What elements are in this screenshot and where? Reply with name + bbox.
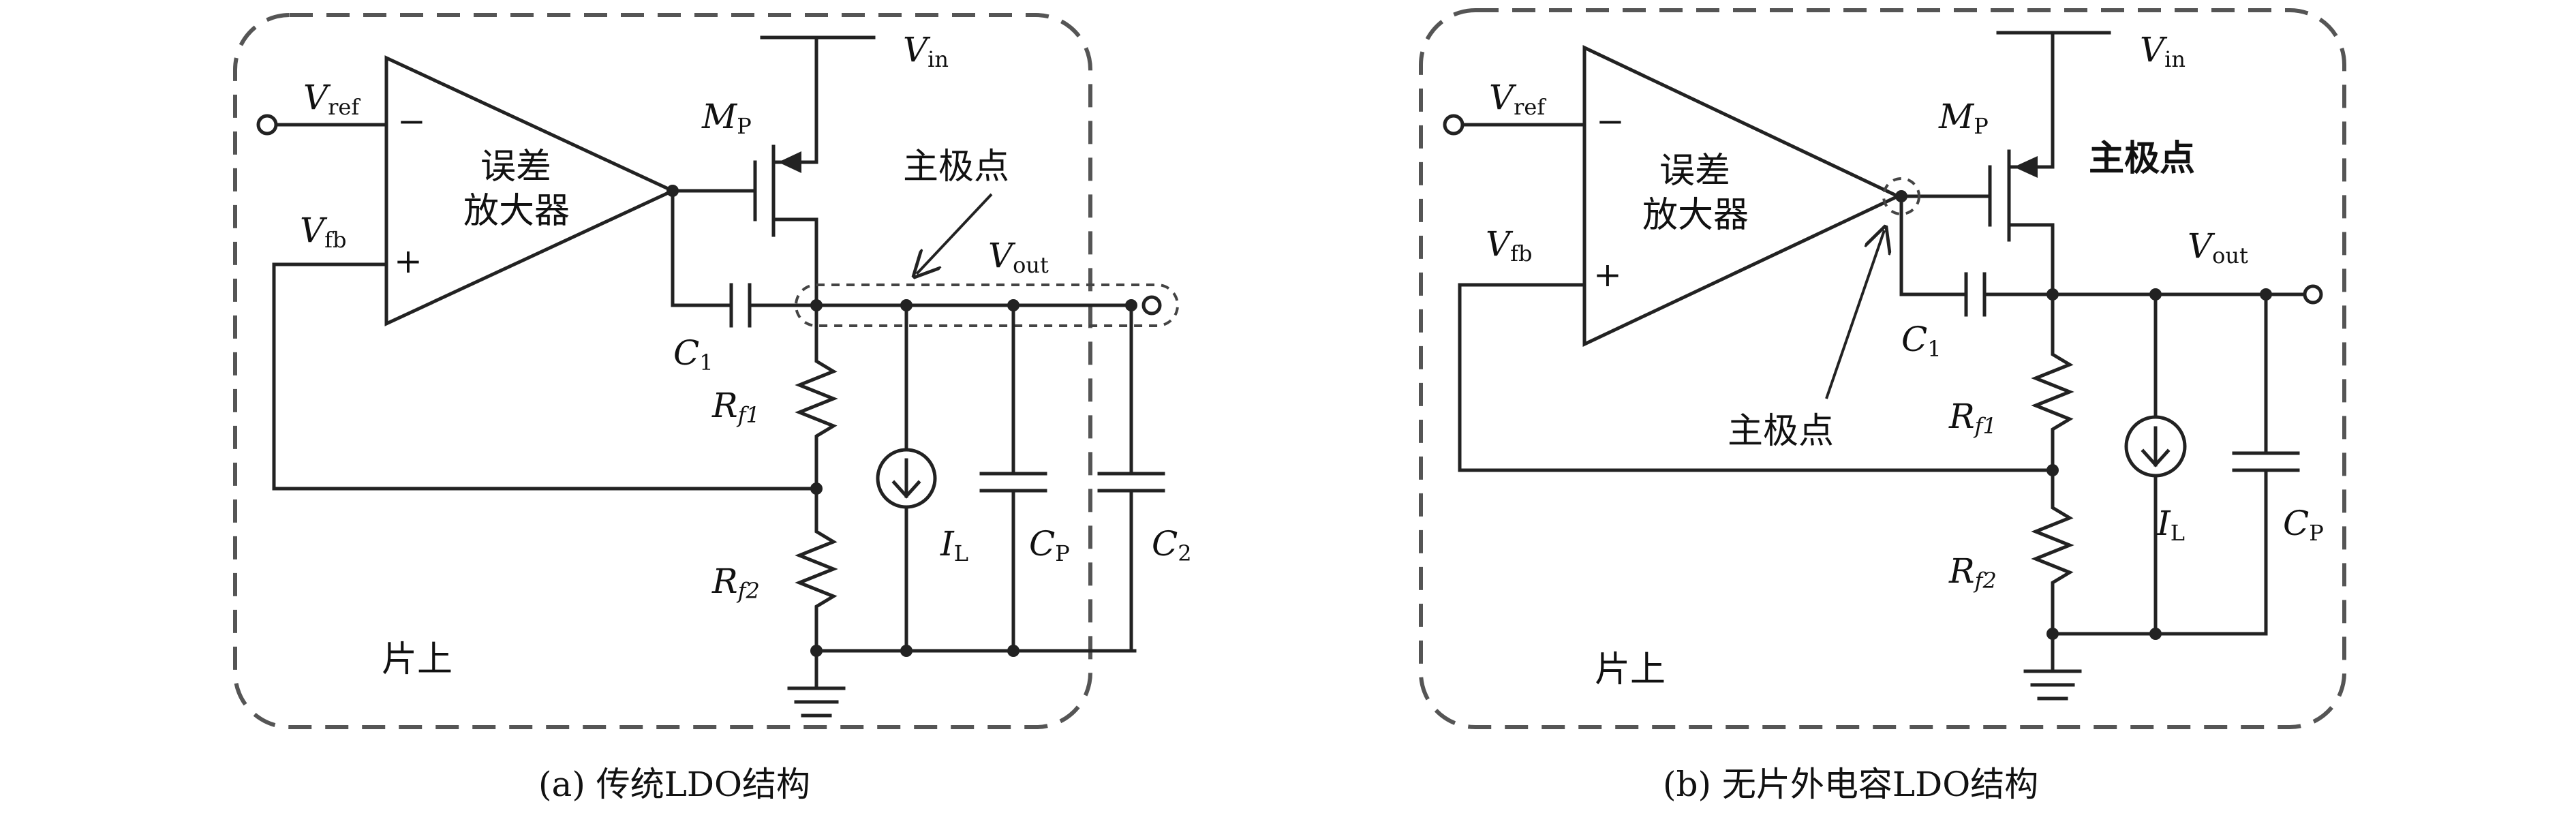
rf2-label-a: Rf2 bbox=[711, 562, 760, 604]
c1-label-b: C1 bbox=[1901, 320, 1942, 362]
vout-terminal-b bbox=[2303, 284, 2323, 305]
il-label-b: IL bbox=[2156, 504, 2185, 546]
rf1-label-b: Rf1 bbox=[1948, 397, 1997, 439]
panel-b-capless-ldo: − + 误差 放大器 Vref Vfb MP Vin 主极点 C1 bbox=[1419, 8, 2346, 804]
amp-label-line1-a: 误差 bbox=[480, 147, 551, 187]
error-amplifier-a bbox=[384, 55, 677, 326]
rf2-resistor-b bbox=[2031, 468, 2074, 636]
on-chip-label-a: 片上 bbox=[382, 639, 453, 680]
dominant-pole-arrow-b bbox=[1825, 230, 1884, 399]
amp-label-line1-b: 误差 bbox=[1659, 151, 1730, 191]
rf2-label-b: Rf2 bbox=[1948, 551, 1997, 594]
dominant-pole-arrow-a bbox=[917, 193, 993, 274]
c2-label-a: C2 bbox=[1152, 524, 1192, 566]
rf1-resistor-b bbox=[2031, 292, 2074, 472]
vin-label-a: Vin bbox=[903, 30, 949, 72]
vout-terminal-a bbox=[1141, 295, 1162, 316]
il-label-a: IL bbox=[940, 524, 968, 566]
rf1-label-a: Rf1 bbox=[711, 386, 760, 428]
amp-plus-b: + bbox=[1593, 255, 1622, 294]
vref-label-a: Vref bbox=[303, 78, 361, 120]
dominant-pole-label-a: 主极点 bbox=[903, 147, 1009, 187]
pmos-arrow-a bbox=[778, 151, 801, 173]
error-amplifier-b bbox=[1582, 45, 1902, 347]
vin-label-b: Vin bbox=[2140, 30, 2186, 72]
dominant-pole-label-top-b: 主极点 bbox=[2089, 138, 2195, 179]
cp-label-b: CP bbox=[2283, 504, 2324, 546]
mp-label-a: MP bbox=[701, 97, 752, 139]
vout-label-a: Vout bbox=[988, 236, 1049, 278]
dominant-pole-label-bottom-b: 主极点 bbox=[1728, 411, 1834, 452]
caption-b: (b) 无片外电容LDO结构 bbox=[1663, 765, 2038, 804]
vref-terminal-a bbox=[256, 114, 278, 136]
panel-a-traditional-ldo: − + 误差 放大器 Vref Vfb MP Vin C1 bbox=[233, 13, 1192, 804]
vfb-label-b: Vfb bbox=[1486, 224, 1532, 266]
c1-label-a: C1 bbox=[673, 333, 714, 375]
dominant-pole-region-a bbox=[795, 283, 1179, 327]
pmos-arrow-b bbox=[2014, 156, 2038, 178]
amp-label-line2-a: 放大器 bbox=[463, 191, 570, 232]
vfb-label-a: Vfb bbox=[300, 211, 346, 253]
on-chip-boundary-b bbox=[1419, 8, 2346, 729]
amp-plus-a: + bbox=[394, 241, 423, 281]
vref-terminal-b bbox=[1443, 114, 1465, 136]
mp-label-b: MP bbox=[1938, 97, 1989, 139]
caption-a: (a) 传统LDO结构 bbox=[538, 765, 810, 804]
amp-minus-b: − bbox=[1596, 102, 1625, 141]
rf2-resistor-a bbox=[795, 487, 838, 653]
amp-minus-a: − bbox=[397, 102, 426, 141]
on-chip-boundary-a bbox=[233, 13, 1092, 729]
vref-label-b: Vref bbox=[1489, 78, 1546, 120]
on-chip-label-b: 片上 bbox=[1595, 649, 1666, 690]
rf1-resistor-a bbox=[795, 303, 838, 491]
amp-label-line2-b: 放大器 bbox=[1642, 195, 1749, 236]
vout-label-b: Vout bbox=[2188, 226, 2248, 269]
dominant-pole-node-b bbox=[1882, 177, 1920, 215]
cp-label-a: CP bbox=[1029, 524, 1070, 566]
